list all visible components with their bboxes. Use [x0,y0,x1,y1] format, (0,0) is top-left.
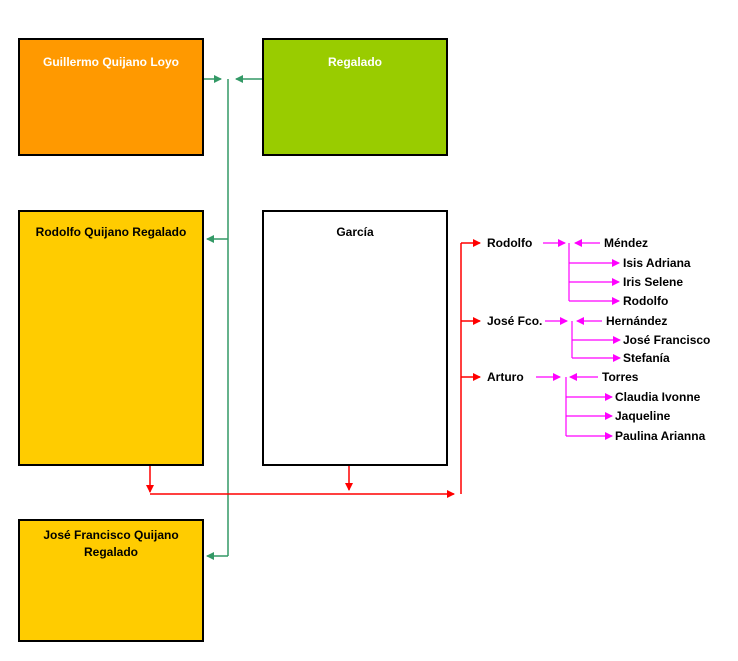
grandchild-3-2: Jaqueline [615,409,671,423]
grandchild-3-3: Paulina Arianna [615,429,706,443]
child1-box: Rodolfo Quijano Regalado [18,210,204,466]
family-head-3: Arturo [487,370,524,384]
family-spouse-3: Torres [602,370,639,384]
child-links [536,239,621,440]
father-box: Guillermo Quijano Loyo [18,38,204,156]
mother-name: Regalado [327,55,382,69]
grandchild-3-1: Claudia Ivonne [615,390,701,404]
grandchild-2-2: Stefanía [623,351,670,365]
family-head-1: Rodolfo [487,236,533,250]
mother-box: Regalado [262,38,448,156]
family-links [146,239,481,498]
child2-name: José Francisco Quijano Regalado [43,528,179,559]
grandchild-2-1: José Francisco [623,333,711,347]
spouse-name: García [336,225,374,239]
family-head-2: José Fco. [487,314,543,328]
father-name: Guillermo Quijano Loyo [42,55,179,69]
child1-name: Rodolfo Quijano Regalado [35,225,187,239]
grandchild-1-2: Iris Selene [623,275,684,289]
child2-box: José Francisco Quijano Regalado [18,519,204,642]
grandchild-1-3: Rodolfo [623,294,669,308]
spouse-box: García [262,210,448,466]
family-spouse-1: Méndez [604,236,649,250]
grandchild-1-1: Isis Adriana [623,256,691,270]
family-spouse-2: Hernández [606,314,668,328]
parent-links [204,75,263,560]
